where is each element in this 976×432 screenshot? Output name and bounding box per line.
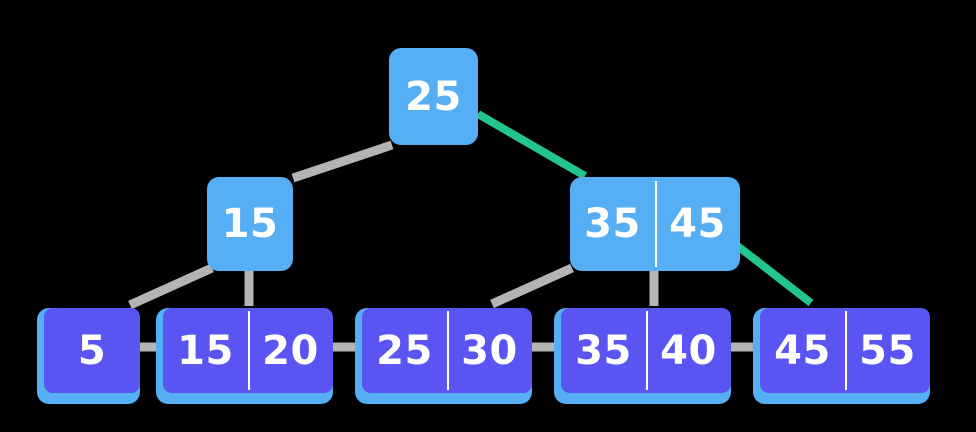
node-key-cell: 35 — [584, 201, 641, 247]
leaf-card: 25 30 — [362, 308, 532, 393]
node-key-cell: 25 — [405, 73, 462, 120]
tree-node-leaf-5[interactable]: 45 55 — [753, 308, 930, 404]
node-key-cell: 30 — [447, 308, 532, 393]
leaf-card: 45 55 — [760, 308, 930, 393]
edge-root-to-inner-right — [475, 110, 588, 180]
node-key-cell: 55 — [845, 308, 930, 393]
tree-node-leaf-4[interactable]: 35 40 — [554, 308, 731, 404]
node-key-cell: 15 — [177, 327, 234, 374]
node-key-cell: 25 — [376, 327, 433, 374]
tree-node-inner-right[interactable]: 35 45 — [570, 177, 740, 271]
edge-inner-left-to-leaf-1 — [128, 263, 214, 310]
node-key-cell: 45 — [655, 177, 740, 271]
node-key-cell: 5 — [77, 327, 107, 374]
node-key-cell: 40 — [646, 308, 731, 393]
edge-inner-right-to-leaf-5 — [732, 240, 814, 307]
node-key-cell: 45 — [774, 327, 831, 374]
tree-node-root[interactable]: 25 — [389, 48, 478, 145]
tree-node-leaf-1[interactable]: 5 — [37, 308, 140, 404]
node-key-cell: 20 — [248, 308, 333, 393]
leaf-card: 35 40 — [561, 308, 731, 393]
edge-inner-right-to-leaf-3 — [490, 263, 574, 309]
leaf-card: 5 — [44, 308, 140, 393]
node-key-cell: 35 — [575, 327, 632, 374]
tree-node-inner-left[interactable]: 15 — [207, 177, 293, 271]
edge-root-to-inner-left — [291, 140, 394, 183]
node-key-cell: 15 — [221, 201, 279, 247]
tree-node-leaf-3[interactable]: 25 30 — [355, 308, 532, 404]
